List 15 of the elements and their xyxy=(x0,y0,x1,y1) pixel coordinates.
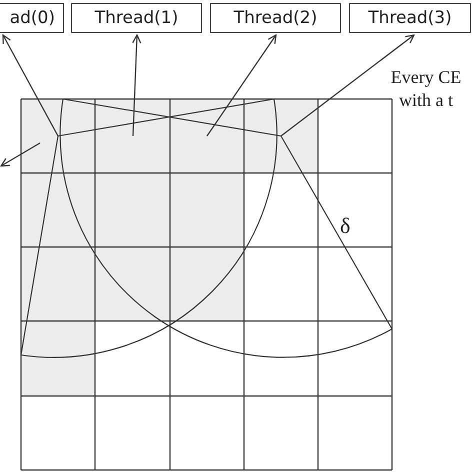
arrow xyxy=(206,34,277,136)
thread-box: Thread(2) xyxy=(210,3,341,33)
grid-cell xyxy=(21,99,95,173)
thread-box: Thread(3) xyxy=(349,3,471,33)
arrow xyxy=(280,34,415,136)
arrow xyxy=(2,34,59,136)
thread-box: Thread(1) xyxy=(71,3,202,33)
delta-symbol: δ xyxy=(340,212,352,240)
grid-cell xyxy=(244,99,318,173)
grid-cell xyxy=(95,99,170,173)
thread-box: ad(0) xyxy=(0,3,64,33)
grid-cell xyxy=(170,99,244,173)
note-text: Every CE with a t xyxy=(390,66,462,111)
arrow xyxy=(132,34,142,136)
arrow xyxy=(0,142,40,167)
